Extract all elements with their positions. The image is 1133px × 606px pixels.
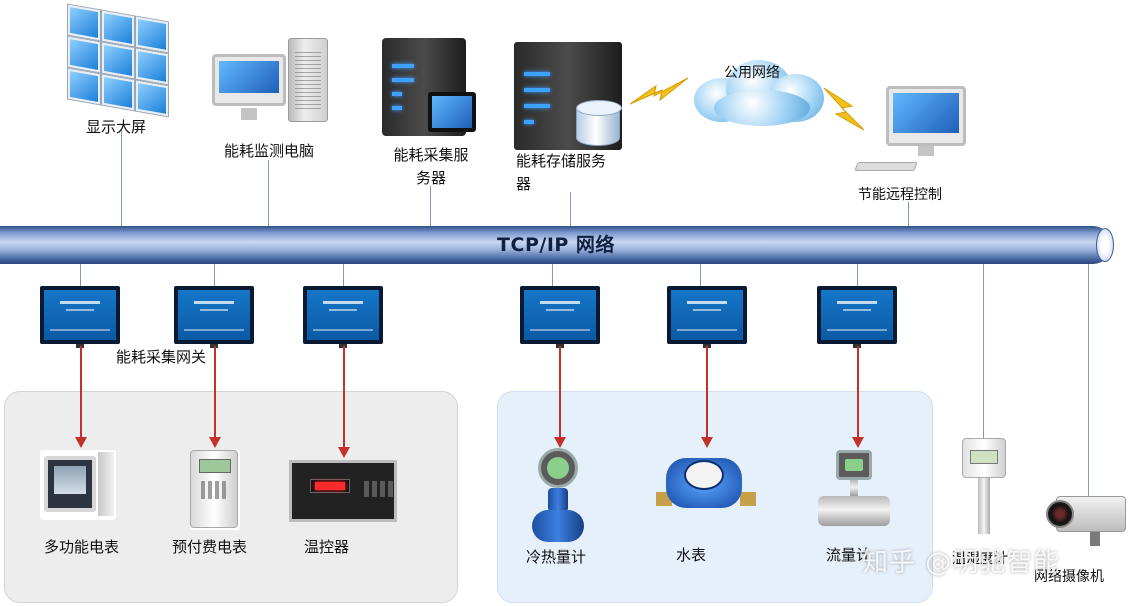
desktop-computer-icon — [212, 38, 332, 134]
water-meter-label: 水表 — [676, 546, 707, 564]
gateway-device — [520, 286, 600, 348]
link-gateway-5 — [700, 264, 701, 286]
monitor-pc-label: 能耗监测电脑 — [224, 142, 315, 160]
watermark: 知乎 @明驰智能 — [862, 548, 1061, 578]
link-collect-server — [430, 186, 431, 226]
gateway-device — [174, 286, 254, 348]
link-camera — [1088, 264, 1089, 496]
prepaid-meter-label: 预付费电表 — [172, 538, 248, 556]
gateway-device — [303, 286, 383, 348]
heat-meter-icon — [528, 446, 588, 546]
link-display-wall — [121, 130, 122, 226]
prepaid-meter-icon — [190, 450, 240, 530]
link-storage-server — [570, 192, 571, 226]
link-gateway-6 — [857, 264, 858, 286]
gateway-device — [40, 286, 120, 348]
keyboard-icon — [854, 162, 918, 171]
network-pipe-end — [1096, 228, 1114, 262]
remote-computer-icon — [886, 86, 968, 166]
network-label: TCP/IP 网络 — [497, 234, 615, 256]
display-wall-label: 显示大屏 — [86, 118, 147, 136]
heat-meter-label: 冷热量计 — [526, 548, 587, 566]
network-camera-icon — [1046, 486, 1130, 550]
link-monitor-pc — [268, 160, 269, 226]
multi-function-meter-icon — [40, 450, 116, 520]
gateway-device — [817, 286, 897, 348]
arrow-to-heat-meter — [554, 346, 566, 448]
flow-meter-icon — [818, 450, 890, 534]
network-pipe — [0, 226, 1112, 264]
database-icon — [576, 100, 622, 146]
public-network-label: 公用网络 — [724, 65, 780, 81]
link-gateway-1 — [80, 264, 81, 286]
cloud-icon — [686, 56, 836, 128]
link-gateway-3 — [343, 264, 344, 286]
link-gateway-2 — [214, 264, 215, 286]
gateway-label: 能耗采集网关 — [116, 348, 207, 366]
temp-controller-label: 温控器 — [304, 538, 350, 556]
flow-meter-label: 流量计 — [826, 546, 872, 564]
arrow-to-temp-controller — [338, 346, 350, 458]
arrow-to-prepaid-meter — [209, 346, 221, 448]
arrow-to-flow-meter — [852, 346, 864, 448]
humidity-meter-icon — [952, 438, 1016, 534]
link-humidity-meter — [983, 264, 984, 438]
link-remote-control — [908, 202, 909, 226]
lightning-left-icon — [630, 77, 689, 105]
arrow-to-water-meter — [701, 346, 713, 448]
water-meter-icon — [656, 448, 756, 524]
multi-meter-label: 多功能电表 — [44, 538, 120, 556]
display-wall-icon — [66, 0, 176, 124]
arrow-to-multi-meter — [75, 346, 87, 448]
temperature-controller-icon — [289, 460, 397, 522]
link-gateway-4 — [552, 264, 553, 286]
camera-label: 网络摄像机 — [1034, 569, 1104, 585]
lightning-right-icon — [823, 87, 865, 131]
storage-server-label: 能耗存储服务 器 — [516, 152, 607, 193]
humidity-meter-label: 温湿度计 — [952, 551, 1008, 567]
gateway-device — [667, 286, 747, 348]
remote-control-label: 节能远程控制 — [858, 187, 942, 203]
collect-server-label: 能耗采集服 务器 — [393, 146, 469, 187]
collect-server-monitor-icon — [428, 92, 476, 132]
